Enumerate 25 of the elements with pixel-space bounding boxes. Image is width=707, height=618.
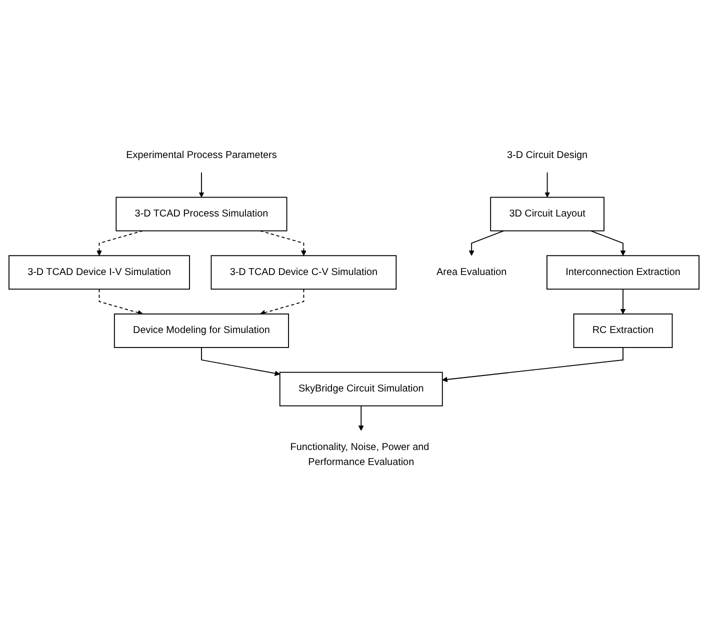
arrow	[442, 347, 623, 382]
arrow	[358, 405, 364, 431]
node-text: Experimental Process Parameters	[126, 150, 276, 161]
node-box	[278, 372, 442, 406]
arrow	[198, 172, 204, 198]
node-box	[115, 196, 287, 232]
node-box	[490, 196, 604, 232]
arrow	[259, 288, 304, 316]
node-box	[572, 314, 672, 348]
flowchart-diagram: Experimental Process Parameters 3-D TCAD Process Simulation 3-D TCAD Device I-V Simulation 3-D TCAD Device C-V Simulation Device Modeling for Simulation 3-D Circuit Design 3D Circuit Layout Area Evaluation Interconnection Extraction RC Extraction SkyBridge Circuit Simulation Functionality, Noise, Power and Performance Evaluation	[4, 134, 704, 484]
node-text: Area Evaluation	[436, 266, 506, 278]
node-box	[113, 314, 288, 348]
node-box	[8, 255, 190, 290]
arrow	[200, 347, 280, 376]
arrow	[468, 230, 504, 256]
node-text: Functionality, Noise, Power and Performance Evaluation	[290, 442, 429, 468]
arrow	[620, 288, 626, 314]
arrow	[96, 230, 143, 256]
node-box	[210, 255, 396, 290]
arrow	[544, 172, 550, 198]
node-text: 3-D Circuit Design	[506, 150, 588, 161]
arrow	[98, 288, 142, 316]
arrow	[590, 230, 626, 256]
arrow	[259, 230, 306, 256]
node-box	[546, 255, 699, 290]
